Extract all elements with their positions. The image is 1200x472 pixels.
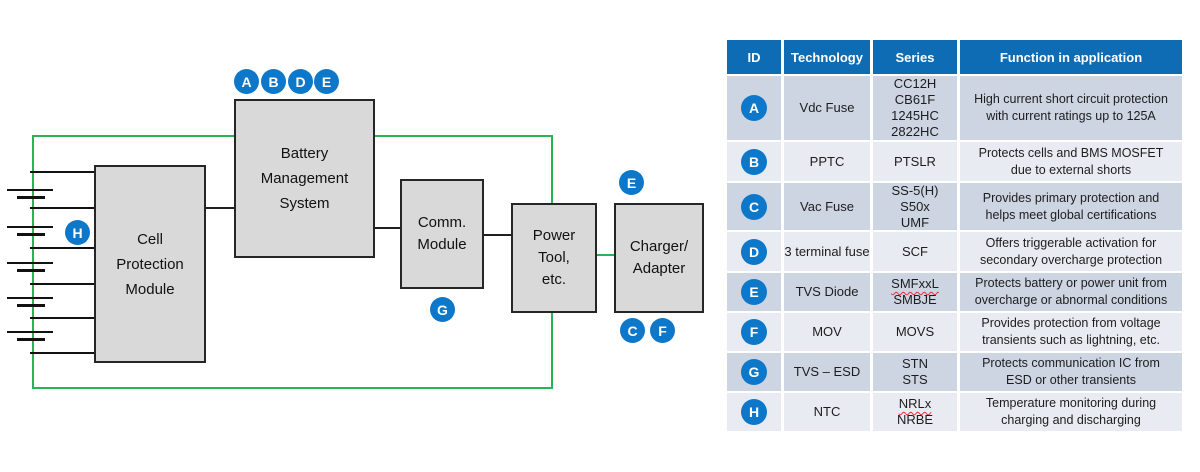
battery-cell-short-plate [17,196,45,199]
battery-cell-long-plate [7,331,53,333]
battery-cell-short-plate [17,269,45,272]
table-row-id-cell: H [727,393,781,431]
table-row-technology-cell: NTC [784,393,870,431]
block-label: Comm. Module [417,214,467,253]
table-row-series-cell: STN STS [873,353,957,391]
table-row-function-cell: Protects cells and BMS MOSFET due to ext… [960,142,1182,181]
id-badge-c: C [741,193,767,220]
badge-b: B [261,69,286,94]
table-row-technology-cell: Vac Fuse [784,183,870,230]
table-row-series-cell: SS-5(H) S50x UMF [873,183,957,230]
id-badge-e: E [741,279,767,305]
table-row-technology-cell: 3 terminal fuse [784,232,870,271]
table-row-series-cell: CC12H CB61F 1245HC 2822HC [873,76,957,140]
table-row-function-cell: High current short circuit protection wi… [960,76,1182,140]
battery-cell-long-plate [7,297,53,299]
block-label: Charger/ Adapter [629,238,689,277]
table-row-function-cell: Provides protection from voltage transie… [960,313,1182,351]
powertool-charger-wire [594,254,614,256]
battery-cell-long-plate [7,262,53,264]
table-row-function-cell: Protects battery or power unit from over… [960,273,1182,311]
badge-f-charger: F [650,318,675,343]
battery-tap-wire [30,207,95,209]
column-header-technology: Technology [784,40,870,74]
battery-tap-wire [30,352,95,354]
id-badge-f: F [741,319,767,345]
table-row-technology-cell: PPTC [784,142,870,181]
components-table: ID Technology Series Function in applica… [727,40,1183,431]
table-row-id-cell: C [727,183,781,230]
badge-c-charger: C [620,318,645,343]
cpm-bms-wire [206,207,234,209]
battery-tap-wire [30,283,95,285]
table-row-id-cell: F [727,313,781,351]
table-row-series-cell: SCF [873,232,957,271]
table-row-id-cell: D [727,232,781,271]
comm-powertool-wire [484,234,511,236]
battery-cell-short-plate [17,304,45,307]
table-row-function-cell: Provides primary protection and helps me… [960,183,1182,230]
id-badge-a: A [741,95,767,121]
table-row-function-cell: Protects communication IC from ESD or ot… [960,353,1182,391]
battery-cell-long-plate [7,226,53,228]
table-row-id-cell: G [727,353,781,391]
table-row-function-cell: Offers triggerable activation for second… [960,232,1182,271]
badge-h: H [65,220,90,245]
badge-a: A [234,69,259,94]
table-row-series-cell: NRLx NRBE [873,393,957,431]
table-row-technology-cell: TVS – ESD [784,353,870,391]
table-row-id-cell: E [727,273,781,311]
column-header-series: Series [873,40,957,74]
block-cell-protection-module: Cell Protection Module [94,165,206,363]
table-row-series-cell: MOVS [873,313,957,351]
column-header-id: ID [727,40,781,74]
table-row-technology-cell: TVS Diode [784,273,870,311]
table-row-technology-cell: MOV [784,313,870,351]
id-badge-d: D [741,238,767,265]
badge-e-charger: E [619,170,644,195]
badge-g: G [430,297,455,322]
block-label: Power Tool, etc. [532,227,576,288]
id-badge-g: G [741,359,767,385]
column-header-function: Function in application [960,40,1182,74]
battery-cell-short-plate [17,233,45,236]
id-badge-h: H [741,399,767,425]
table-row-technology-cell: Vdc Fuse [784,76,870,140]
battery-tap-wire [30,317,95,319]
block-comm-module: Comm. Module [400,179,484,289]
table-row-id-cell: B [727,142,781,181]
badge-d: D [288,69,313,94]
table-row-series-cell: SMFxxL SMBJE [873,273,957,311]
table-row-function-cell: Temperature monitoring during charging a… [960,393,1182,431]
block-label: Cell Protection Module [116,230,184,298]
block-battery-management-system: Battery Management System [234,99,375,258]
bms-comm-wire [375,227,400,229]
block-power-tool: Power Tool, etc. [511,203,597,313]
badge-e: E [314,69,339,94]
battery-cell-long-plate [7,189,53,191]
battery-tap-wire [30,171,95,173]
block-label: Battery Management System [260,145,349,212]
battery-tap-wire [30,247,95,249]
table-row-series-cell: PTSLR [873,142,957,181]
id-badge-b: B [741,148,767,175]
table-row-id-cell: A [727,76,781,140]
block-charger-adapter: Charger/ Adapter [614,203,704,313]
battery-cell-short-plate [17,338,45,341]
